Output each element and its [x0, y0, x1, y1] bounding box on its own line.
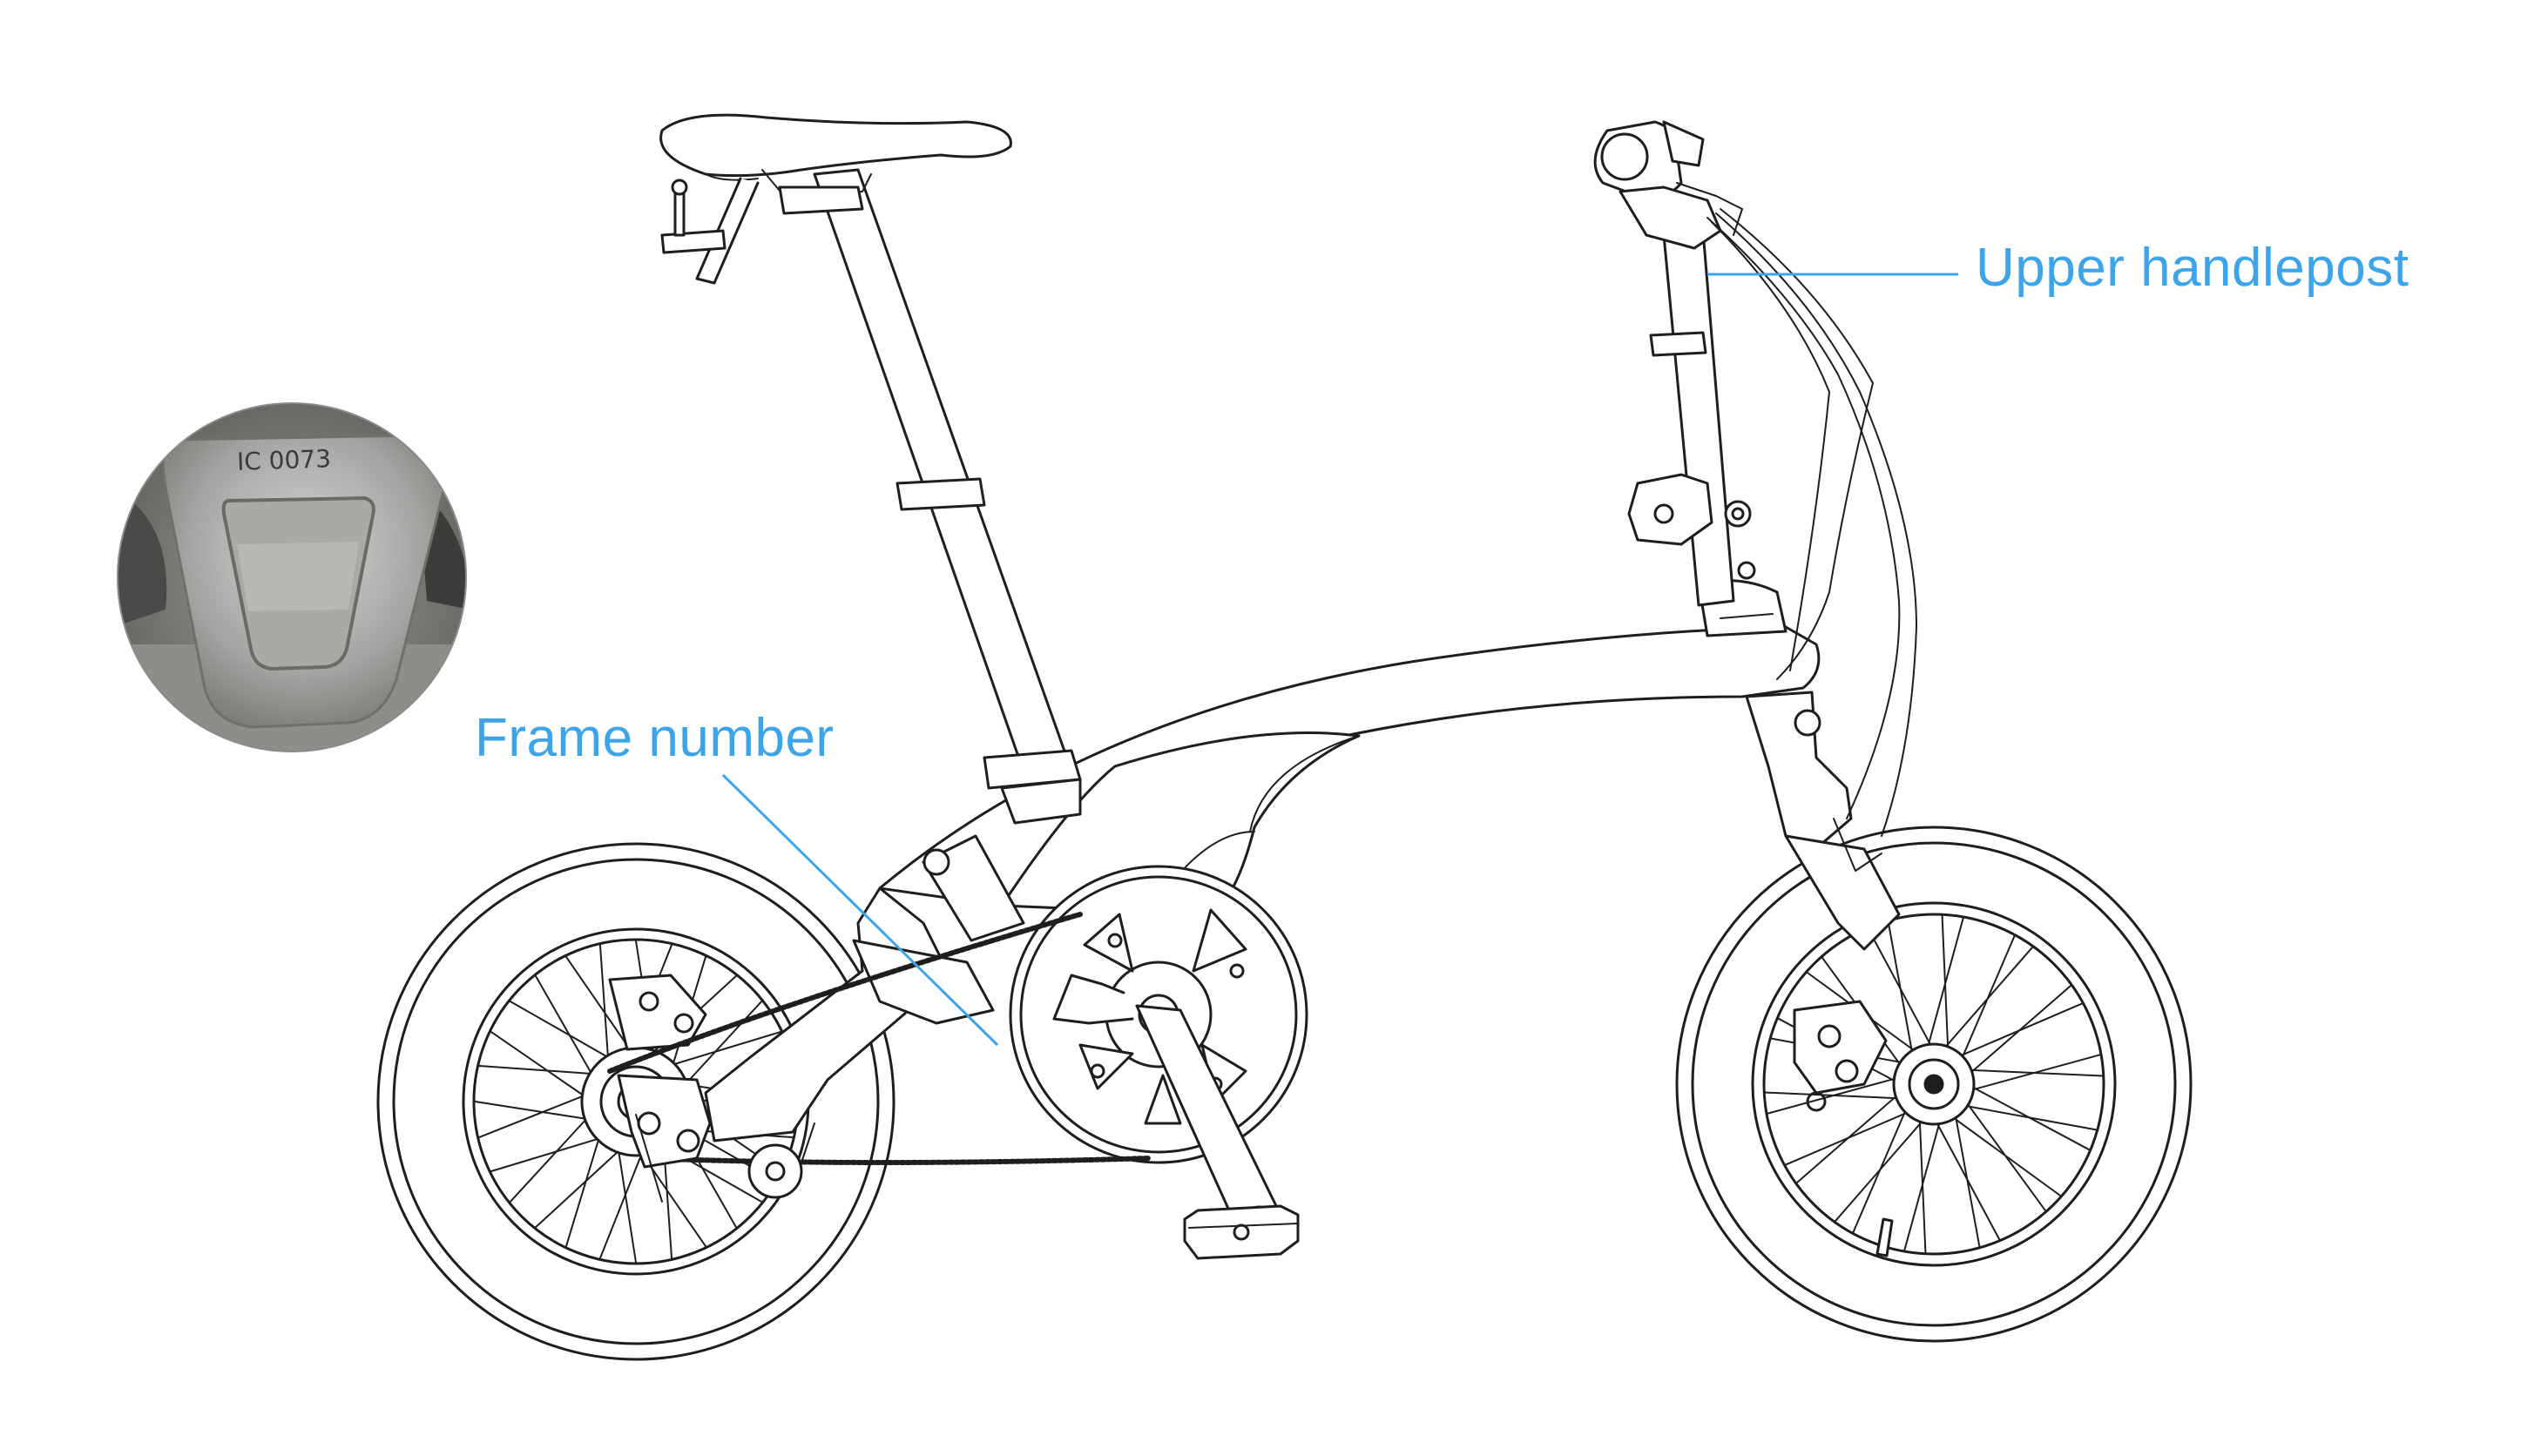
rear-derailleur [617, 1074, 803, 1203]
spoke [677, 999, 764, 1093]
frame-number-label: Frame number [475, 708, 835, 768]
spoke [1958, 934, 2017, 1065]
spoke [564, 1128, 603, 1249]
frame [704, 579, 1901, 1176]
spoke [1918, 1113, 1927, 1255]
frame-number-photo [117, 402, 467, 752]
spoke [1965, 984, 2073, 1078]
chain [607, 912, 1152, 1165]
spoke [1958, 1103, 2098, 1131]
spoke [534, 974, 598, 1084]
spoke [476, 1090, 595, 1139]
spoke [598, 942, 610, 1068]
spoke [1933, 1116, 2001, 1242]
spoke [1963, 1068, 2105, 1077]
spoke [489, 1030, 593, 1102]
spoke [1941, 913, 1950, 1055]
spoke [1794, 1090, 1902, 1184]
spoke [508, 1110, 595, 1204]
spoke [476, 1064, 603, 1075]
chainring [1009, 865, 1308, 1164]
spoke [473, 1100, 598, 1122]
spoke [1765, 1075, 1902, 1116]
seatpost-and-saddle [659, 113, 1082, 825]
handlepost [1593, 120, 1917, 837]
spoke [662, 1030, 783, 1068]
spoke [1851, 1103, 1909, 1235]
spoke [1947, 1113, 2063, 1197]
spoke [1867, 927, 1935, 1052]
spoke [508, 1000, 618, 1063]
spoke [598, 1143, 647, 1261]
callout-lines [721, 273, 1958, 1047]
frame-number-leader [721, 773, 999, 1047]
frame-number-stamp: IC 0073 [236, 444, 332, 476]
spoke [616, 1140, 638, 1264]
front-wheel [1675, 826, 2193, 1343]
spoke [489, 1135, 610, 1173]
crank-and-pedal [1052, 974, 1300, 1260]
bicycle [376, 113, 2193, 1361]
upper-handlepost-label: Upper handlepost [1976, 238, 2409, 298]
spoke [533, 1143, 627, 1230]
